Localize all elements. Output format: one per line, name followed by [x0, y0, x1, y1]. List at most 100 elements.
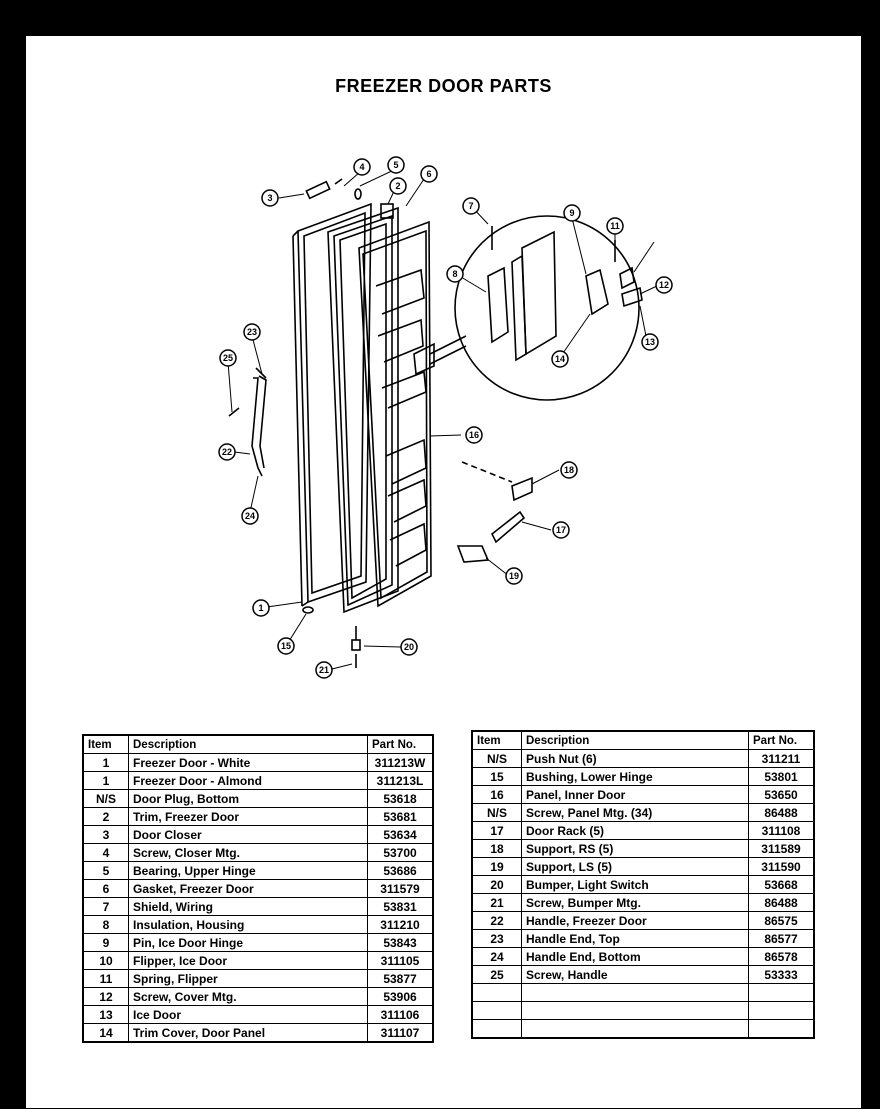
svg-text:5: 5 [393, 160, 398, 170]
description-cell: Flipper, Ice Door [128, 951, 368, 970]
description-cell: Bumper, Light Switch [521, 875, 749, 894]
description-cell: Door Rack (5) [521, 821, 749, 840]
svg-text:1: 1 [258, 603, 263, 613]
part-no-cell: 53618 [367, 789, 434, 808]
svg-text:19: 19 [509, 571, 519, 581]
description-cell: Screw, Panel Mtg. (34) [521, 803, 749, 822]
description-cell: Trim, Freezer Door [128, 807, 368, 826]
description-cell: Screw, Bumper Mtg. [521, 893, 749, 912]
part-no-cell: 53801 [748, 767, 815, 786]
item-cell: 4 [82, 843, 129, 862]
part-no-cell: 86578 [748, 947, 815, 966]
callout-25: 25 [219, 349, 237, 367]
part-no-cell: 311210 [367, 915, 434, 934]
item-cell: 2 [82, 807, 129, 826]
description-cell: Bushing, Lower Hinge [521, 767, 749, 786]
freezer-door-outer [292, 202, 372, 607]
callout-13: 13 [641, 333, 659, 351]
item-cell: 11 [82, 969, 129, 988]
svg-text:2: 2 [395, 181, 400, 191]
item-cell: 22 [471, 911, 522, 930]
svg-text:8: 8 [452, 269, 457, 279]
item-cell: 21 [471, 893, 522, 912]
door-handle [228, 367, 267, 477]
description-cell: Screw, Handle [521, 965, 749, 984]
table-header-row: Item Description Part No. [471, 730, 815, 750]
item-cell: 24 [471, 947, 522, 966]
description-cell: Screw, Cover Mtg. [128, 987, 368, 1006]
item-cell: 8 [82, 915, 129, 934]
item-cell: 19 [471, 857, 522, 876]
callout-20: 20 [400, 638, 418, 656]
col-item: Item [471, 730, 522, 750]
part-no-cell: 53634 [367, 825, 434, 844]
svg-text:6: 6 [426, 169, 431, 179]
part-no-cell: 53686 [367, 861, 434, 880]
callout-24: 24 [241, 507, 259, 525]
item-cell: 13 [82, 1005, 129, 1024]
part-no-cell: 53668 [748, 875, 815, 894]
item-cell: 17 [471, 821, 522, 840]
description-cell: Panel, Inner Door [521, 785, 749, 804]
description-cell: Support, RS (5) [521, 839, 749, 858]
description-cell [521, 1001, 749, 1020]
description-cell: Screw, Closer Mtg. [128, 843, 368, 862]
svg-text:16: 16 [469, 430, 479, 440]
callout-14: 14 [551, 350, 569, 368]
description-cell [521, 1019, 749, 1039]
part-no-cell: 53843 [367, 933, 434, 952]
item-cell [471, 1019, 522, 1039]
lower-hinge [302, 606, 361, 668]
svg-text:22: 22 [222, 447, 232, 457]
part-no-cell: 311589 [748, 839, 815, 858]
col-description: Description [521, 730, 749, 750]
item-cell: N/S [82, 789, 129, 808]
svg-text:11: 11 [610, 221, 620, 231]
description-cell: Door Closer [128, 825, 368, 844]
svg-text:13: 13 [645, 337, 655, 347]
callout-16: 16 [465, 426, 483, 444]
callout-12: 12 [655, 276, 673, 294]
item-cell: 25 [471, 965, 522, 984]
item-cell [471, 1001, 522, 1020]
callout-1: 1 [252, 599, 270, 617]
part-no-cell: 311106 [367, 1005, 434, 1024]
inner-door-panel [358, 220, 435, 608]
svg-text:10: 10 [26, 36, 31, 38]
callout-7: 7 [462, 197, 480, 215]
item-cell: N/S [471, 749, 522, 768]
svg-text:20: 20 [404, 642, 414, 652]
table-row [471, 983, 815, 1002]
item-cell: 6 [82, 879, 129, 898]
page-title: FREEZER DOOR PARTS [335, 76, 552, 96]
part-no-cell: 53681 [367, 807, 434, 826]
description-cell: Ice Door [128, 1005, 368, 1024]
callout-22: 22 [218, 443, 236, 461]
svg-text:23: 23 [247, 327, 257, 337]
description-cell: Handle End, Top [521, 929, 749, 948]
item-cell: 9 [82, 933, 129, 952]
part-no-cell [748, 1019, 815, 1039]
